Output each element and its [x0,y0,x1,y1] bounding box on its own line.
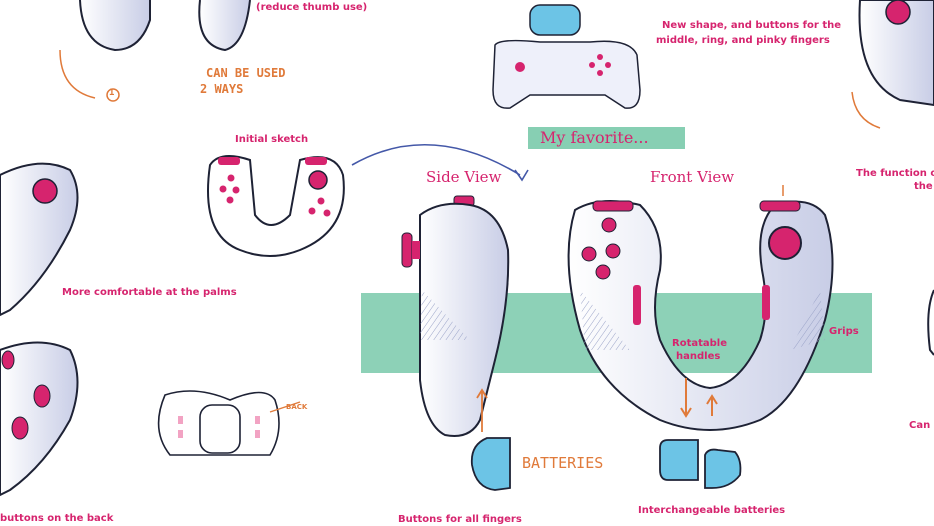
interchangeable-note: Interchangeable batteries [638,505,786,516]
top-center-sketch [492,4,641,109]
favorite-highlight [528,127,685,149]
comfortable-note: More comfortable at the palms [62,287,237,298]
buttons-all-note: Buttons for all fingers [398,514,522,525]
top-left-sketch [59,0,251,102]
handles-label: handles [676,351,721,362]
back-label: BACK [286,403,308,411]
front-view-drawing [567,185,834,489]
connector-arrow [351,143,521,176]
new-shape-note: New shape, and buttons for the [662,20,841,31]
left-sketches [0,162,79,497]
back-view-sketch [157,390,301,456]
right-partial-sketch [927,289,934,356]
reduce-thumb-note: (reduce thumb use) [256,2,368,13]
function-note-2: the [914,181,933,192]
initial-sketch-drawing [207,155,345,257]
can-note: Can [909,420,931,431]
can-be-used-note: CAN BE USED [206,66,286,80]
new-shape-note-2: middle, ring, and pinky fingers [656,35,830,46]
function-note: The function o [856,168,934,179]
top-right-sketch [851,0,934,129]
number-one: 1 [109,88,115,98]
grips-label: Grips [829,326,859,337]
side-view-drawing [401,195,511,491]
initial-sketch-label: Initial sketch [235,134,309,145]
front-view-title: Front View [650,168,735,186]
two-ways-note: 2 WAYS [200,82,244,96]
side-view-title: Side View [426,168,502,186]
my-favorite-title: My favorite... [540,128,649,147]
rotatable-label: Rotatable [672,338,727,349]
buttons-back-note: buttons on the back [0,513,114,524]
batteries-label: BATTERIES [522,454,604,472]
